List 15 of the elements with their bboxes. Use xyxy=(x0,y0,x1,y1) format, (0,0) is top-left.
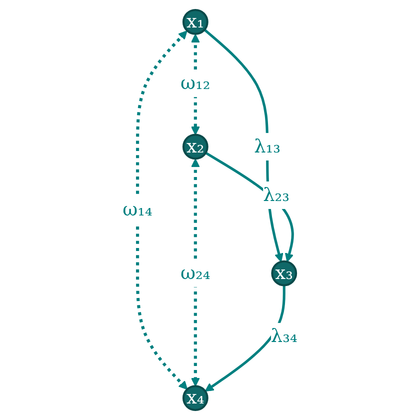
edge-label: ω₁₄ xyxy=(122,199,152,221)
node-circle: x₂ xyxy=(182,134,208,160)
edge-label: λ₂₃ xyxy=(263,184,290,206)
edge-label: ω₂₄ xyxy=(180,262,210,284)
arrow xyxy=(204,28,284,262)
node-circle: x₁ xyxy=(182,9,208,35)
node-circle: x₄ xyxy=(182,385,208,411)
edge-label: λ₁₃ xyxy=(254,136,281,158)
arrow xyxy=(204,285,286,392)
edge-label: ω₁₂ xyxy=(180,72,210,94)
arrow xyxy=(205,152,294,262)
node-circle: x₃ xyxy=(271,260,298,286)
edge-label: λ₃₄ xyxy=(270,326,298,348)
arrow xyxy=(136,30,188,390)
arrow xyxy=(190,158,200,387)
